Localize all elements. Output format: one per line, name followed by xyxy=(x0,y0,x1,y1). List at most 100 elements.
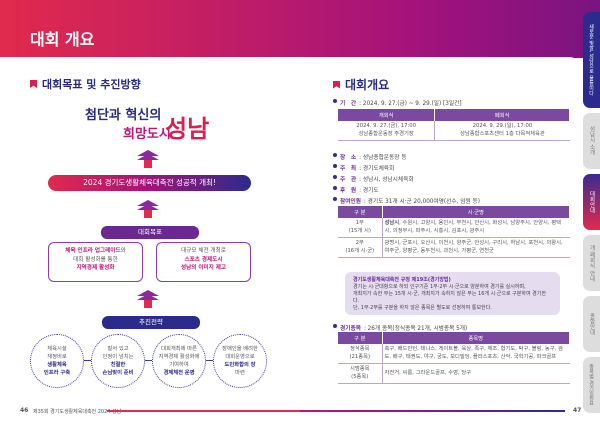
goal-label: 대회목표 xyxy=(101,226,199,239)
table-header: 시·군명 xyxy=(382,206,570,218)
table-cell: 성남종합스포츠센터 1층 다목적체육관 xyxy=(460,130,545,137)
table-cell: (16개 시·군) xyxy=(345,247,375,254)
flag-icon xyxy=(333,80,340,89)
side-tab-schedule[interactable]: 종목별 경기일정표 xyxy=(583,357,600,413)
page-number-left: 46 xyxy=(20,407,29,414)
table-header: 폐회식 xyxy=(434,109,570,121)
bullet-icon xyxy=(333,175,337,179)
goal-text: 체육 인프라 업그레이드 xyxy=(65,248,121,254)
goal-text: 지역경제 활성화 xyxy=(76,265,115,271)
info-item: 주 관: 성남시, 성남시체육회 xyxy=(333,174,414,183)
table-cell: 성남종합운동장 주경기장 xyxy=(358,130,414,137)
info-events: 경기종목: 26개 종목(정식종목 21개, 시범종목 5개) xyxy=(333,323,467,332)
side-tab-slogan[interactable]: 새로운 빛깔, 성남으로 물들이다 xyxy=(583,12,600,108)
strategy-text: 장애인을 배려한 xyxy=(222,346,258,352)
up-arrow-icon xyxy=(137,200,159,218)
info-value: : 성남종합운동장 등 xyxy=(359,155,407,161)
goal-text: 대규모 체전 개최로 xyxy=(181,248,226,254)
note-line: 개최지가 속한 부는 15개 시·군, 개최지가 속하지 않은 부는 16개 시… xyxy=(353,291,546,304)
page-header: 대회 개요 xyxy=(0,0,600,58)
goal-text: 대회 활성화를 통한 xyxy=(73,256,118,263)
strategy-text: 인정이 넘치는 xyxy=(102,354,134,360)
strategy-label: 추진전략 xyxy=(102,316,200,329)
info-item: 주 최: 경기도체육회 xyxy=(333,163,394,172)
info-label: 기 간 xyxy=(340,101,357,107)
up-arrow-icon xyxy=(137,150,159,168)
table-cell: 1부 xyxy=(355,220,364,226)
side-tab-general[interactable]: 종합안내 xyxy=(583,296,600,352)
strategy-text: 체육시설 xyxy=(47,346,67,352)
strategy-text: 기여하여 xyxy=(169,362,189,368)
strategy-text: 질서 있고 xyxy=(107,346,129,352)
table-row: 시범종목(5종목) 자전거, 씨름, 그라운드골프, 수영, 당구 xyxy=(338,363,570,384)
strategy-text: 지역경제 활성화에 xyxy=(158,354,200,360)
info-label: 경기종목 xyxy=(340,326,361,332)
section-title: 대회개요 xyxy=(345,78,390,92)
strategy-text: 대회운영으로 xyxy=(225,354,255,360)
strategy-text: 도민화합의 장 xyxy=(224,362,256,368)
table-cell: , 수원시, 고양시, 용인시, 부천시, 안산시, 화성시, 남양주시, 안양… xyxy=(384,220,562,234)
strategy-text: 경제체전 운영 xyxy=(163,370,195,376)
section-title: 대회목표 및 추진방향 xyxy=(42,78,141,91)
side-tab-event-info[interactable]: 대회안내 xyxy=(583,174,600,230)
strategy-text: 마련 xyxy=(235,370,245,376)
goal-text: 와 xyxy=(120,248,126,254)
table-header: 구 분 xyxy=(338,332,383,344)
info-label: 주 관 xyxy=(340,177,357,183)
info-value: : 성남시, 성남시체육회 xyxy=(359,177,414,183)
side-tab-city-intro[interactable]: 성남시 소개 xyxy=(583,113,600,169)
info-value: : 2024. 9. 27.(금) ~ 9. 29.(일) [3일간] xyxy=(359,101,462,107)
table-cell: 시범종목 xyxy=(350,366,370,372)
page-title: 대회 개요 xyxy=(30,30,95,49)
table-cell: (15개 시) xyxy=(348,227,371,234)
side-tab-ceremony[interactable]: 개·폐회식 안내 xyxy=(583,235,600,291)
slogan-city: 성남 xyxy=(165,115,210,143)
table-cell: 자전거, 씨름, 그라운드골프, 수영, 당구 xyxy=(384,369,472,376)
footer-text: 제35회 경기도생활체육대축전 2024 성남 xyxy=(33,409,122,415)
table-cell: (5종목) xyxy=(351,373,369,380)
table-cell: 2024. 9. 29.(일), 17:00 xyxy=(472,123,533,129)
strategy-text: 대회개최에 따른 xyxy=(161,346,197,352)
strategy-text: 생활체육 xyxy=(47,362,67,368)
bullet-icon xyxy=(333,164,337,168)
info-label: 장 소 xyxy=(340,155,357,161)
table-cell: 축구, 배드민턴, 테니스, 게이트볼, 육상, 족구, 체조, 합기도, 탁구… xyxy=(384,346,563,360)
table-row: 2부(16개 시·군)광명시, 군포시, 오산시, 이천시, 양주군, 안성시,… xyxy=(338,237,570,258)
strategy-text: 재정비로 xyxy=(47,354,67,360)
table-header: 구 분 xyxy=(338,206,383,218)
note-line: 경기는 시·군대항으로 하되 인구기준 1부·2부 시·군으로 양분하여 경기를… xyxy=(353,284,526,290)
info-label: 주 최 xyxy=(340,166,357,172)
note-line: 단, 1부·2부를 구분을 하지 않은 종목은 별도로 선정하여 통보한다. xyxy=(353,305,492,311)
info-period: 기 간: 2024. 9. 27.(금) ~ 9. 29.(일) [3일간] xyxy=(333,98,462,107)
goal-box: 대규모 체전 개최로 스포츠 경제도시 성남의 이미지 제고 xyxy=(156,242,251,282)
main-goal-banner: 2024 경기도생활체육대축전 성공적 개최! xyxy=(48,175,251,191)
table-cell: 광명시, 군포시, 오산시, 이천시, 양주군, 안성시, 구리시, 하남시, … xyxy=(384,240,563,254)
slogan-logo: 첨단과 혁신의 희망도시 성남 xyxy=(85,104,215,143)
footer-line xyxy=(300,410,565,412)
info-label: 후 원 xyxy=(340,188,357,194)
bullet-icon xyxy=(333,99,337,103)
info-value: : 26개 종목(정식종목 21개, 시범종목 5개) xyxy=(363,326,468,332)
strategy-text: 손님맞이 준비 xyxy=(102,370,134,376)
slogan-line2: 희망도시 xyxy=(123,127,171,142)
section-heading-overview: 대회개요 xyxy=(333,76,389,93)
flag-icon xyxy=(30,80,37,88)
table-row: 1부(15개 시)성남시, 수원시, 고양시, 용인시, 부천시, 안산시, 화… xyxy=(338,218,570,238)
note-title: 경기도생활체육대축전 규정 제19조(경기방법) xyxy=(353,277,451,283)
table-header: 종목명 xyxy=(382,332,570,344)
table-cell: (21종목) xyxy=(349,353,371,360)
info-item: 장 소: 성남종합운동장 등 xyxy=(333,152,407,161)
info-item: 참여인원: 경기도 31개 시·군 20,000여명(선수, 임원 등) xyxy=(333,196,480,205)
info-value: : 경기도 xyxy=(359,188,379,194)
bullet-icon xyxy=(333,186,337,190)
goal-text: 스포츠 경제도시 xyxy=(184,256,223,263)
table-row: 정식종목(21종목)축구, 배드민턴, 테니스, 게이트볼, 육상, 족구, 체… xyxy=(338,344,570,364)
footer-line xyxy=(107,410,300,412)
bullet-icon xyxy=(333,197,337,201)
